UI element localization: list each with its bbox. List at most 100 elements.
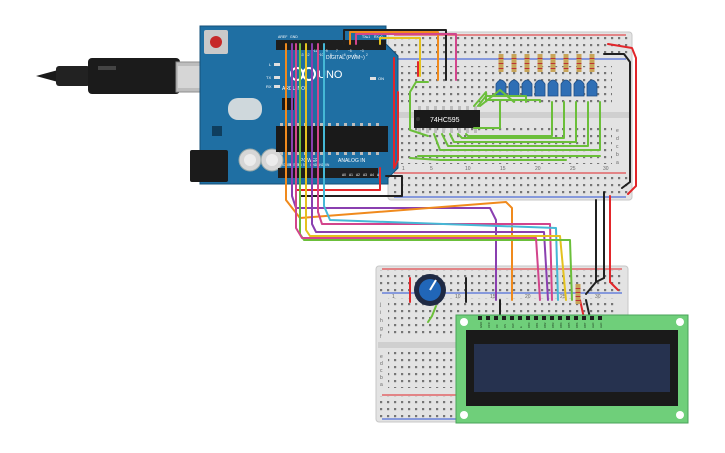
board-brand-label: ARDUINO (282, 86, 305, 92)
bb-bottom-row-b: b (380, 375, 383, 381)
bb-bottom-col-25: 25 (560, 294, 566, 300)
lcd-pin-vcc: VCC (487, 322, 491, 328)
lcd-pin-db1: DB1 (535, 322, 539, 328)
board-model-label: UNO (318, 69, 343, 81)
led-l (274, 63, 280, 66)
bb-top-col-30: 30 (603, 166, 609, 172)
potentiometer (414, 274, 446, 306)
bb-top-row-a: a (616, 160, 619, 166)
pin-label-vin: VIN (324, 163, 330, 167)
lcd-pin-e: E (519, 326, 523, 328)
bb-bottom-row-e: e (380, 354, 383, 360)
pin-label-d13: 13 (300, 53, 304, 57)
pin-label-rx: RX◂0 (374, 35, 383, 39)
lcd-pin-v0: V0 (495, 324, 499, 328)
reset-button-cap (210, 36, 222, 48)
pin-label-a1: A1 (349, 173, 353, 177)
lcd-pin-rw: RW (511, 323, 515, 328)
usb-cable (36, 58, 213, 94)
breadboard-top: j i h g f e d c b a 1 5 10 15 20 25 30 (387, 31, 633, 201)
led-array (495, 54, 598, 97)
led-7 (573, 79, 585, 97)
atmega-chip (276, 126, 388, 152)
pin-label-gnd-1: GND (310, 163, 318, 167)
pin-label-d7: 7 (336, 49, 338, 53)
pin-label-a0: A0 (342, 173, 346, 177)
lcd-screen (474, 344, 670, 392)
on-label: ON (378, 76, 384, 81)
lcd-pin-db5: DB5 (567, 322, 571, 328)
bb-bottom-row-c: c (380, 368, 383, 374)
bb-bottom-col-15: 15 (490, 294, 496, 300)
bb-bottom-row-a: a (380, 382, 383, 388)
lcd-pin-led-k: LED (599, 323, 603, 328)
pin-label-d9: ~9 (324, 49, 328, 53)
wires-lcd (285, 43, 619, 301)
led-4 (534, 79, 546, 97)
pin-label-d12: 12 (306, 53, 310, 57)
lcd-pin-db2: DB2 (543, 322, 547, 328)
shift-register-label: 74HC595 (430, 117, 460, 124)
digital-header-label: DIGITAL (PWM~) (326, 55, 365, 61)
bb-bottom-row-h: h (380, 318, 383, 324)
pin-label-d10: ~10 (318, 53, 324, 57)
pin-label-d3: ~3 (360, 49, 364, 53)
bb-top-col-20: 20 (535, 166, 541, 172)
power-header-label: POWER (300, 158, 319, 164)
pin-label-d5: ~5 (348, 49, 352, 53)
pin-label-d11: ~11 (312, 49, 317, 53)
pin-label-a4: A4 (370, 173, 374, 177)
bb-top-row-c: c (616, 144, 619, 150)
pin-label-aref: AREF (278, 35, 287, 39)
lcd-pin-led-a: LED (591, 323, 595, 328)
bb-top-row-e: e (616, 128, 619, 134)
lcd-pin-rs: RS (503, 324, 507, 328)
lcd-pin-db7: DB7 (583, 322, 587, 328)
pin-label-3v3: 3V3 (296, 163, 302, 167)
pin-label-d2: 2 (366, 53, 368, 57)
pin-label-d4: 4 (354, 53, 356, 57)
pin-label-a2: A2 (356, 173, 360, 177)
bb-top-col-10: 10 (465, 166, 471, 172)
power-analog-header (278, 168, 378, 178)
bb-bottom-col-20: 20 (525, 294, 531, 300)
bb-bottom-row-j: j (379, 302, 381, 308)
lcd-pin-db3: DB3 (551, 322, 555, 328)
bb-bottom-col-30: 30 (595, 294, 601, 300)
bb-top-col-25: 25 (570, 166, 576, 172)
lcd-pin-db4: DB4 (559, 322, 563, 328)
led-2 (508, 79, 520, 97)
lcd-pin-db6: DB6 (575, 322, 579, 328)
led-l-label: L (269, 62, 272, 67)
bb-top-row-d: d (616, 136, 619, 142)
bb-bottom-row-g: g (380, 326, 383, 332)
bb-bottom-row-f: f (380, 334, 382, 340)
led-tx (274, 76, 280, 79)
bb-top-row-b: b (616, 152, 619, 158)
bb-bottom-row-i: i (380, 310, 381, 316)
digital-header (276, 40, 386, 50)
led-3 (521, 79, 533, 97)
bb-bottom-row-d: d (380, 361, 383, 367)
bb-top-col-1: 1 (402, 166, 405, 172)
bb-top-col-5: 5 (430, 166, 433, 172)
pin-label-d8: 8 (330, 53, 332, 57)
pin-label-reset: RESET (289, 163, 300, 167)
pin-label-a3: A3 (363, 173, 367, 177)
arduino-uno-board: UNO ARDUINO DIGITAL (PWM~) ANALOG IN POW… (190, 25, 399, 185)
bb-bottom-col-1: 1 (392, 294, 395, 300)
led-rx (274, 85, 280, 88)
bb-bottom-col-10: 10 (455, 294, 461, 300)
pin-label-tx: TX▸1 (362, 35, 370, 39)
pin-label-gnd-2: GND (317, 163, 325, 167)
pin-label-d6: ~6 (342, 53, 346, 57)
lcd-16x2: GND VCC V0 RS RW E DB0 DB1 DB2 DB3 DB4 D… (455, 314, 689, 424)
analog-header-label: ANALOG IN (338, 158, 366, 164)
led-6 (560, 79, 572, 97)
led-tx-label: TX (266, 75, 271, 80)
crystal (228, 98, 262, 120)
lcd-pin-db0: DB0 (527, 322, 531, 328)
shift-register-74hc595: 74HC595 (414, 106, 480, 133)
bb-top-col-15: 15 (500, 166, 506, 172)
